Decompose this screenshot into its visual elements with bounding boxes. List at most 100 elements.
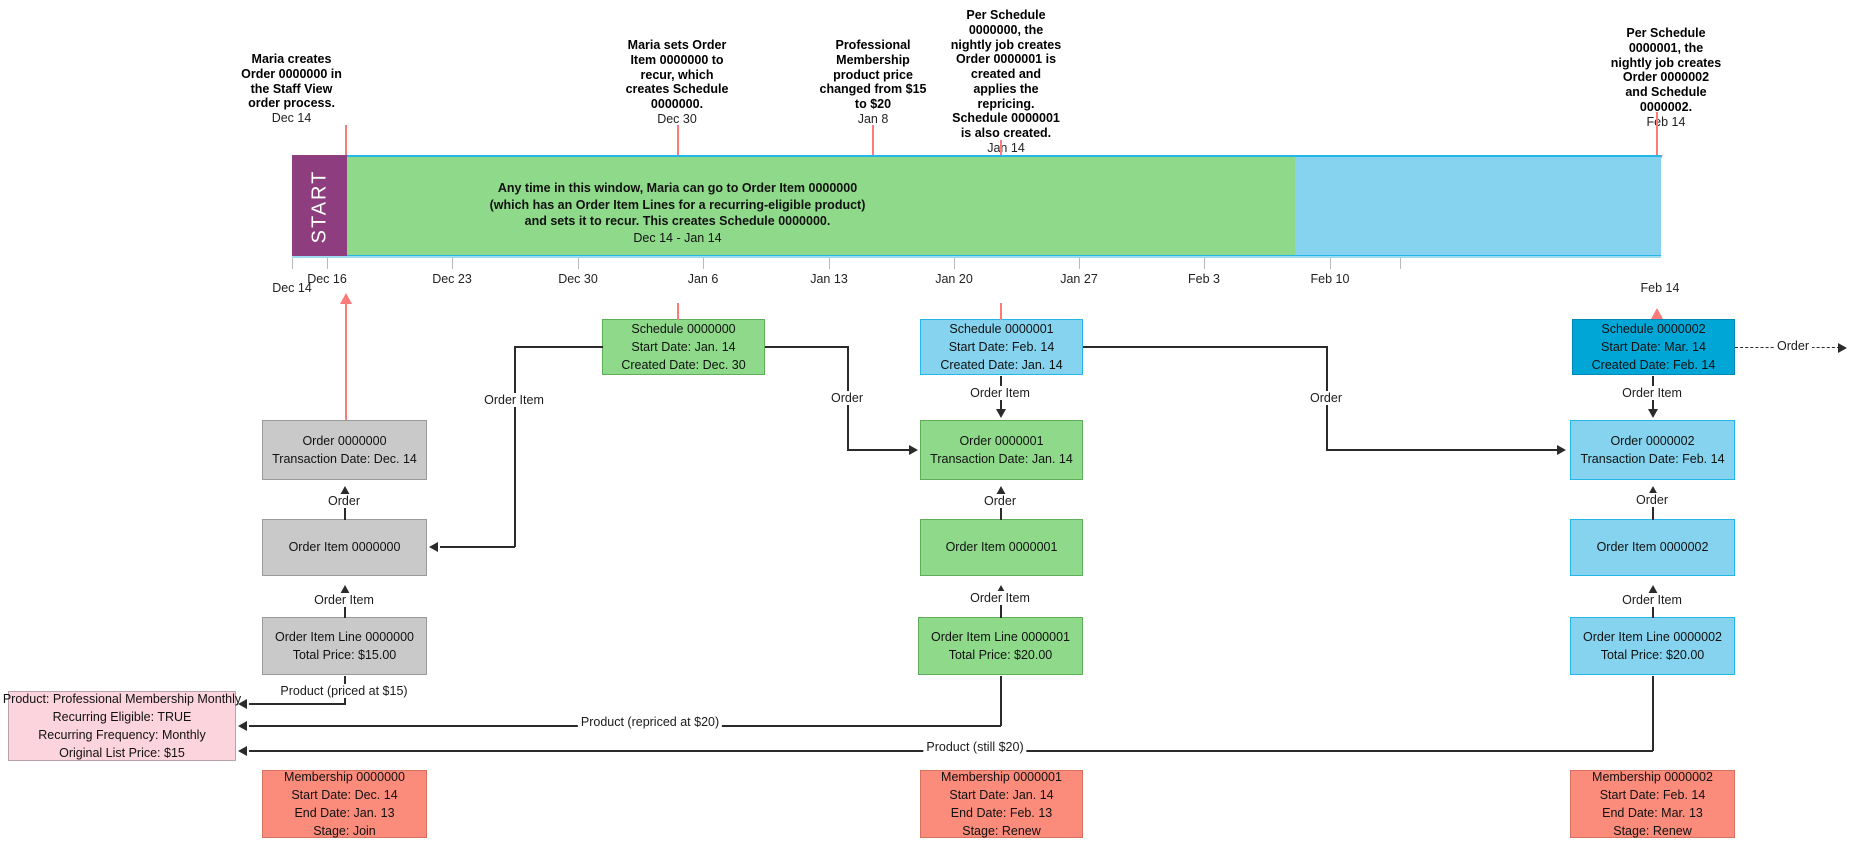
sched0-to-order1-h2: [847, 449, 911, 451]
orderitem0-to-order0-arrowhead: [340, 486, 350, 495]
node-line: Order Item Line 0000000: [275, 629, 414, 644]
membership-0000000-box[interactable]: Membership 0000000 Start Date: Dec. 14 E…: [262, 770, 427, 838]
oil0-to-product-h: [249, 703, 346, 705]
sched0-to-orderitem0-h1: [514, 346, 603, 348]
axis-tick: [1400, 258, 1401, 269]
axis-tick-label: Dec 14: [272, 281, 312, 295]
node-line: Order Item 0000002: [1596, 540, 1709, 555]
timeline-band-after-segment: [1295, 157, 1661, 255]
axis-tick-label: Jan 13: [810, 272, 848, 286]
schedule-0000001-box[interactable]: Schedule 0000001 Start Date: Feb. 14 Cre…: [920, 319, 1083, 375]
oil2-to-orderitem2-arrowhead: [1648, 585, 1658, 594]
edge-label-order-from-sched0: Order: [828, 391, 866, 405]
axis-tick: [954, 258, 955, 269]
oil0-to-product-arrowhead: [238, 699, 247, 709]
milestone-stem-dec-30: [677, 125, 679, 159]
milestone-line: Membership: [836, 52, 910, 67]
window-note-line: (which has an Order Item Lines for a rec…: [489, 197, 866, 212]
milestone-line: creates Schedule: [625, 82, 729, 97]
order-0000001-box[interactable]: Order 0000001 Transaction Date: Jan. 14: [920, 420, 1083, 480]
milestone-line: changed from $15: [819, 82, 927, 97]
order-item-0000001-box[interactable]: Order Item 0000001: [920, 519, 1083, 576]
node-line: Order Item Line 0000002: [1583, 629, 1722, 644]
node-line: Start Date: Feb. 14: [948, 339, 1055, 354]
milestone-line: created and: [970, 67, 1042, 81]
order-0000000-uplink-stem: [345, 300, 347, 420]
node-line: Recurring Eligible: TRUE: [52, 709, 192, 724]
node-line: Transaction Date: Jan. 14: [930, 452, 1073, 466]
order-item-line-0000001-box[interactable]: Order Item Line 0000001 Total Price: $20…: [918, 617, 1083, 675]
milestone-line: repricing.: [977, 96, 1035, 111]
sched0-to-orderitem0-v: [514, 346, 516, 547]
node-line: Total Price: $20.00: [948, 648, 1053, 662]
sched1-to-order2-h2: [1326, 449, 1559, 451]
edge-label-order-from-sched1: Order: [1307, 391, 1345, 405]
product-box[interactable]: Product: Professional Membership Monthly…: [3, 691, 241, 761]
edge-label-product-priced-15: Product (priced at $15): [277, 684, 411, 698]
node-line: Order Item Line 0000001: [931, 629, 1070, 644]
edge-label-order-item-left: Order Item: [481, 393, 547, 407]
edge-label-product-still-20: Product (still $20): [923, 740, 1027, 754]
node-line: Recurring Frequency: Monthly: [38, 728, 206, 742]
axis-tick: [452, 258, 453, 269]
milestone-line: order process.: [248, 96, 335, 111]
milestone-line: Order 0000002: [1622, 70, 1710, 85]
order-0000002-box[interactable]: Order 0000002 Transaction Date: Feb. 14: [1570, 420, 1735, 480]
milestone-stem-jan-8: [872, 125, 874, 159]
milestone-line: 0000000, the: [968, 22, 1044, 37]
order-item-line-0000002-box[interactable]: Order Item Line 0000002 Total Price: $20…: [1570, 617, 1735, 675]
axis-tick: [578, 258, 579, 269]
milestone-date: Jan 8: [857, 111, 889, 126]
window-note-range: Dec 14 - Jan 14: [633, 230, 722, 245]
node-line: End Date: Mar. 13: [1602, 806, 1703, 820]
node-line: End Date: Jan. 13: [294, 806, 395, 820]
order-0000000-box[interactable]: Order 0000000 Transaction Date: Dec. 14: [262, 420, 427, 480]
schedule-0000000-box[interactable]: Schedule 0000000 Start Date: Jan. 14 Cre…: [602, 319, 765, 375]
milestone-line: Per Schedule: [966, 8, 1046, 22]
node-line: Stage: Renew: [962, 824, 1041, 839]
schedule-0000001-milestone-link: [1000, 303, 1002, 320]
node-line: Start Date: Feb. 14: [1599, 787, 1706, 802]
milestone-line: the Staff View: [250, 81, 333, 96]
milestone-line: nightly job creates: [950, 37, 1062, 52]
milestone-date: Dec 30: [657, 111, 697, 126]
node-line: Total Price: $15.00: [292, 648, 397, 662]
membership-0000001-box[interactable]: Membership 0000001 Start Date: Jan. 14 E…: [920, 770, 1083, 838]
milestone-line: Order 0000001 is: [955, 52, 1057, 67]
node-line: Created Date: Dec. 30: [621, 358, 746, 373]
edge-label-order-right: Order: [1633, 493, 1671, 507]
oil1-to-product-v: [1000, 676, 1002, 726]
timeline-start-label: START: [308, 169, 330, 243]
milestone-line: is also created.: [960, 126, 1052, 140]
milestone-dec-14: Maria creates Order 0000000 in the Staff…: [229, 52, 354, 126]
node-line: Order Item 0000000: [288, 540, 401, 555]
edge-label-order-left: Order: [325, 494, 363, 508]
axis-tick-label: Feb 10: [1310, 272, 1350, 286]
milestone-line: 0000001, the: [1628, 40, 1704, 55]
axis-tick: [703, 258, 704, 269]
milestone-stem-feb-14: [1656, 112, 1658, 159]
milestone-line: and Schedule: [1625, 85, 1707, 99]
milestone-stem-dec-14: [345, 125, 347, 159]
edge-label-order-from-sched2: Order: [1774, 339, 1812, 353]
milestone-line: Maria creates: [251, 52, 332, 66]
axis-tick-label: Feb 3: [1188, 272, 1220, 286]
milestone-line: nightly job creates: [1610, 55, 1722, 70]
order-item-line-0000000-box[interactable]: Order Item Line 0000000 Total Price: $15…: [262, 617, 427, 675]
milestone-line: applies the: [973, 81, 1039, 96]
membership-0000002-box[interactable]: Membership 0000002 Start Date: Feb. 14 E…: [1570, 770, 1735, 838]
schedule-0000002-box[interactable]: Schedule 0000002 Start Date: Mar. 14 Cre…: [1572, 319, 1735, 375]
sched0-to-orderitem0-arrowhead: [429, 542, 438, 552]
order-item-0000002-box[interactable]: Order Item 0000002: [1570, 519, 1735, 576]
edge-label-product-repriced-20: Product (repriced at $20): [577, 715, 723, 729]
milestone-line: recur, which: [640, 67, 714, 82]
milestone-feb-14: Per Schedule 0000001, the nightly job cr…: [1604, 26, 1728, 129]
sched1-to-order2-h1: [1083, 346, 1327, 348]
milestone-date: Jan 14: [987, 140, 1025, 155]
milestone-line: 0000002.: [1639, 99, 1693, 114]
sched0-to-order1-arrowhead: [909, 445, 918, 455]
order-item-0000000-box[interactable]: Order Item 0000000: [262, 519, 427, 576]
node-line: Order 0000000: [302, 433, 387, 448]
edge-label-order-mid: Order: [981, 494, 1019, 508]
